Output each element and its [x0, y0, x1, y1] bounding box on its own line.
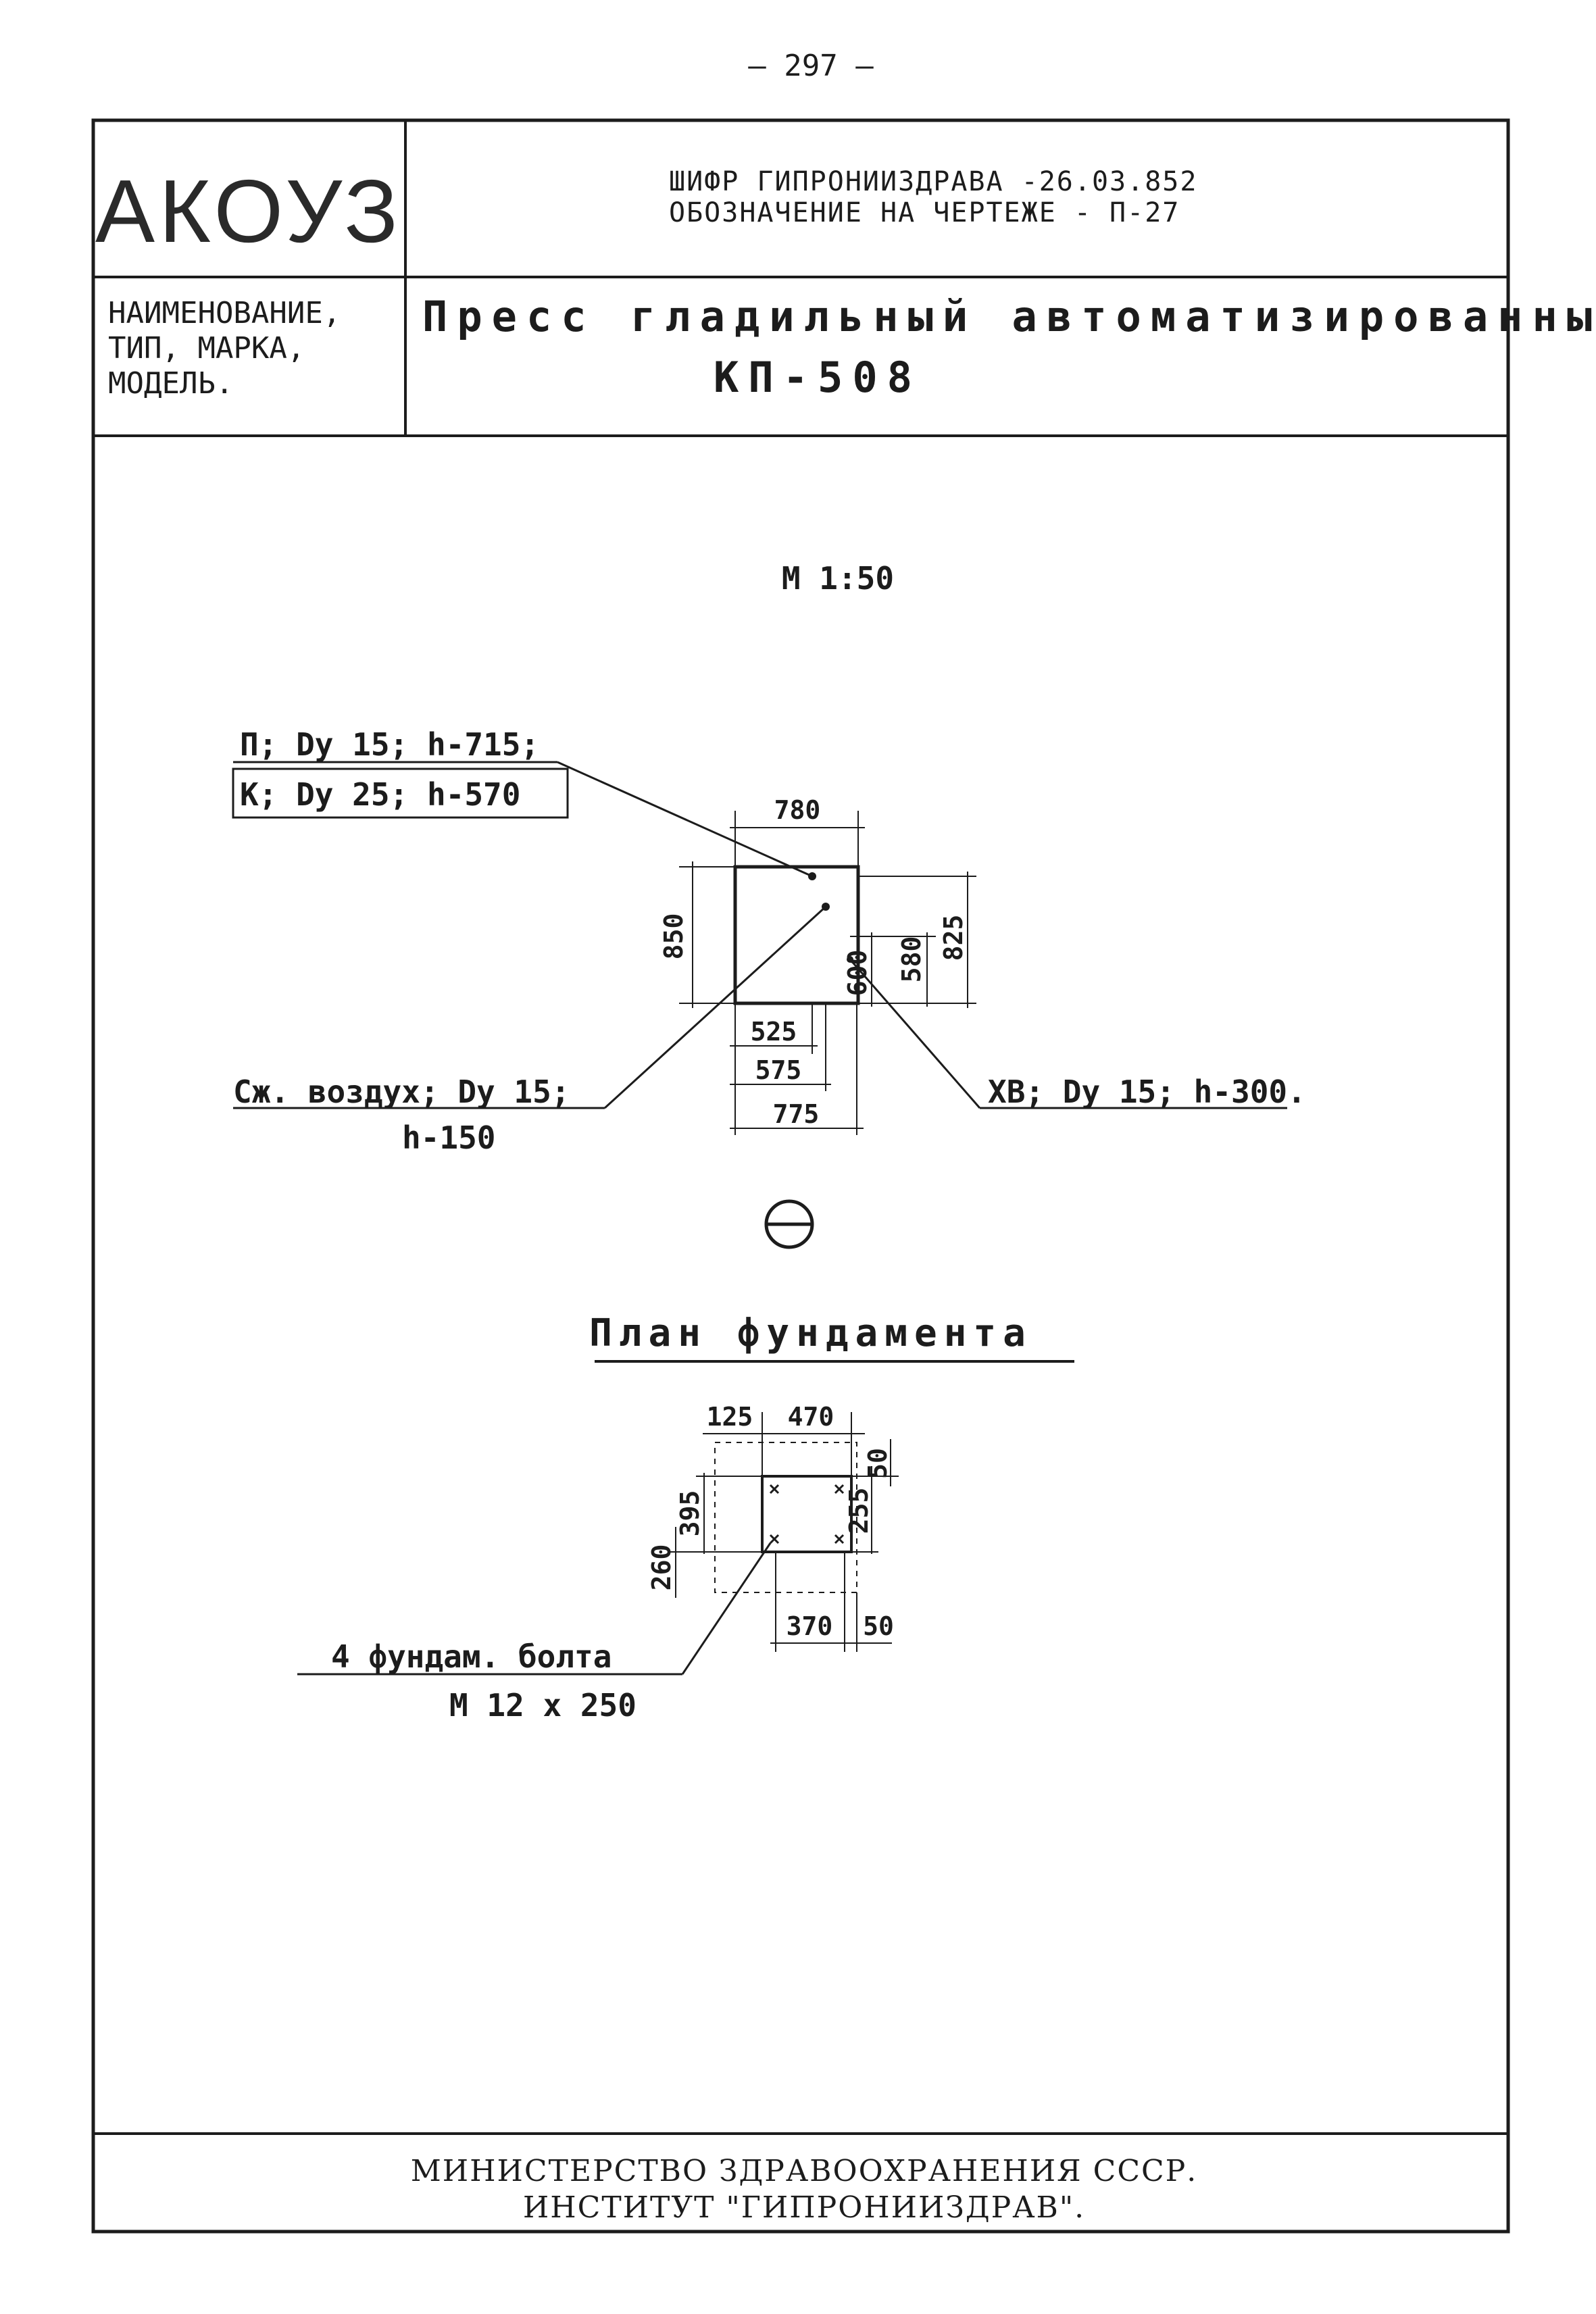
fdim-125: 125 — [707, 1402, 753, 1432]
dim-600: 600 — [843, 950, 872, 997]
name-label-line1: НАИМЕНОВАНИЕ, — [108, 296, 341, 330]
page-number: — 297 — — [748, 49, 874, 83]
callout-condensate-box — [232, 768, 569, 819]
callout-air-height: h-150 — [402, 1120, 495, 1156]
fdim-470: 470 — [788, 1402, 834, 1432]
dim-525: 525 — [751, 1017, 797, 1047]
foundation-outer-dashed — [714, 1442, 857, 1593]
cipher-line: ШИФР ГИПРОНИИЗДРАВА -26.03.852 — [669, 166, 1197, 197]
name-label-line2: ТИП, МАРКА, — [108, 331, 305, 366]
footer-institute: ИНСТИТУТ "ГИПРОНИИЗДРАВ". — [523, 2190, 1085, 2225]
dim-850: 850 — [659, 913, 689, 960]
fdim-395: 395 — [675, 1490, 705, 1537]
callout-air: Сж. воздух; Dу 15; — [233, 1074, 570, 1110]
akouz-logo: АКОУЗ — [95, 161, 402, 261]
designation-line: ОБОЗНАЧЕНИЕ НА ЧЕРТЕЖЕ - П-27 — [669, 197, 1180, 228]
leader-bolts — [681, 1542, 772, 1675]
press-plan: П; Dу 15; h-715; К; Dу 25; h-570 Сж. воз… — [232, 726, 1306, 1156]
callout-condensate: К; Dу 25; h-570 — [240, 776, 520, 813]
dim-825: 825 — [939, 915, 968, 961]
leader-steam — [557, 761, 813, 878]
callout-bolt-size: М 12 х 250 — [449, 1687, 637, 1724]
callout-bolts: 4 фундам. болта — [331, 1638, 612, 1675]
dim-780: 780 — [774, 795, 821, 825]
fdim-370: 370 — [787, 1611, 833, 1641]
sheet-frame — [91, 118, 1510, 2234]
fdim-50-top: 50 — [863, 1448, 893, 1479]
dim-580: 580 — [897, 936, 926, 983]
equipment-name: Пресс гладильный автоматизированный — [422, 292, 1596, 341]
equipment-model: КП-508 — [714, 353, 922, 402]
fdim-260: 260 — [647, 1544, 676, 1591]
footer-ministry: МИНИСТЕРСТВО ЗДРАВООХРАНЕНИЯ СССР. — [411, 2154, 1198, 2188]
callout-cold-water: ХВ; Dу 15; h-300. — [988, 1074, 1306, 1110]
scale-label: М 1:50 — [782, 560, 894, 597]
press-outline — [733, 865, 860, 1005]
foundation-plan: План фундамента 125 470 395 260 — [297, 1311, 1074, 1724]
dim-775: 775 — [773, 1099, 820, 1129]
fdim-50-bottom: 50 — [863, 1611, 894, 1641]
name-label-line3: МОДЕЛЬ. — [108, 366, 233, 401]
dim-575: 575 — [755, 1055, 802, 1085]
bolt-markers — [769, 1484, 845, 1544]
foundation-block — [761, 1475, 853, 1553]
leader-air — [603, 905, 827, 1109]
foundation-title: План фундамента — [589, 1311, 1032, 1355]
fdim-255: 255 — [844, 1488, 874, 1534]
callout-steam: П; Dу 15; h-715; — [240, 726, 539, 763]
section-symbol — [764, 1199, 814, 1249]
